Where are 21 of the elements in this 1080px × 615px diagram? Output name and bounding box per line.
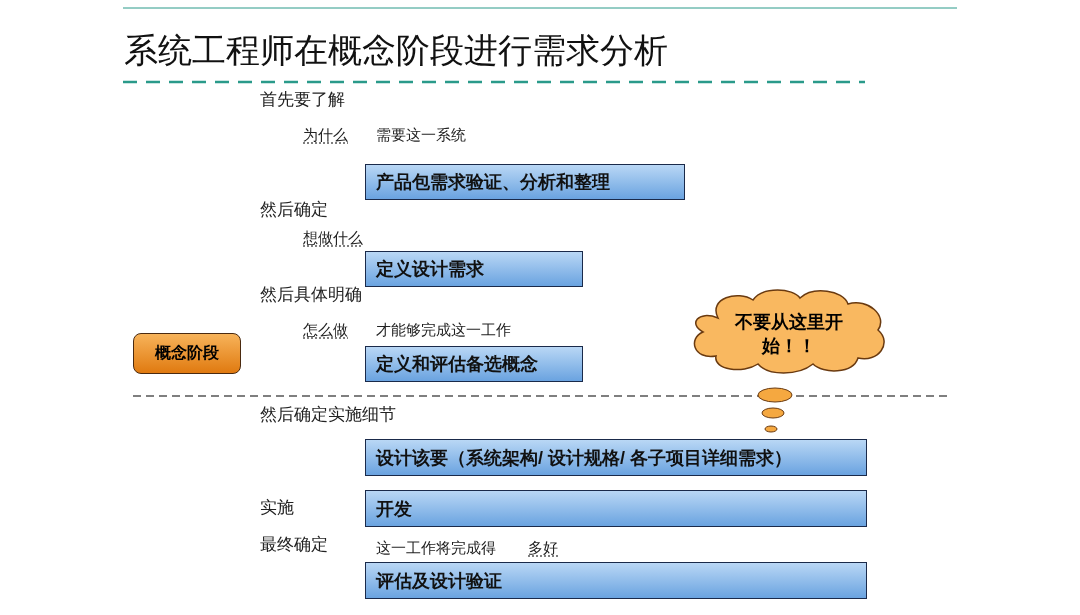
underlined-label: 想做什么 (303, 228, 363, 248)
text-label: 然后确定实施细节 (260, 405, 396, 425)
underlined-label: 怎么做 (303, 320, 348, 340)
text-label: 最终确定 (260, 535, 328, 555)
step-bar: 开发 (365, 490, 867, 527)
text-label: 然后确定 (260, 200, 328, 220)
text-label: 需要这一系统 (376, 125, 466, 145)
title: 系统工程师在概念阶段进行需求分析 (124, 30, 668, 70)
text-label: 实施 (260, 498, 294, 518)
text-label: 首先要了解 (260, 90, 345, 110)
text-label: 这一工作将完成得 (376, 538, 496, 558)
step-bar: 设计该要（系统架构/ 设计规格/ 各子项目详细需求） (365, 439, 867, 476)
underlined-label: 多好 (528, 538, 558, 558)
step-bar: 定义和评估备选概念 (365, 346, 583, 382)
phase-box: 概念阶段 (133, 333, 241, 374)
step-bar: 产品包需求验证、分析和整理 (365, 164, 685, 200)
text-label: 才能够完成这一工作 (376, 320, 511, 340)
step-bar: 定义设计需求 (365, 251, 583, 287)
step-bar: 评估及设计验证 (365, 562, 867, 599)
underlined-label: 为什么 (303, 125, 348, 145)
text-label: 然后具体明确 (260, 285, 362, 305)
